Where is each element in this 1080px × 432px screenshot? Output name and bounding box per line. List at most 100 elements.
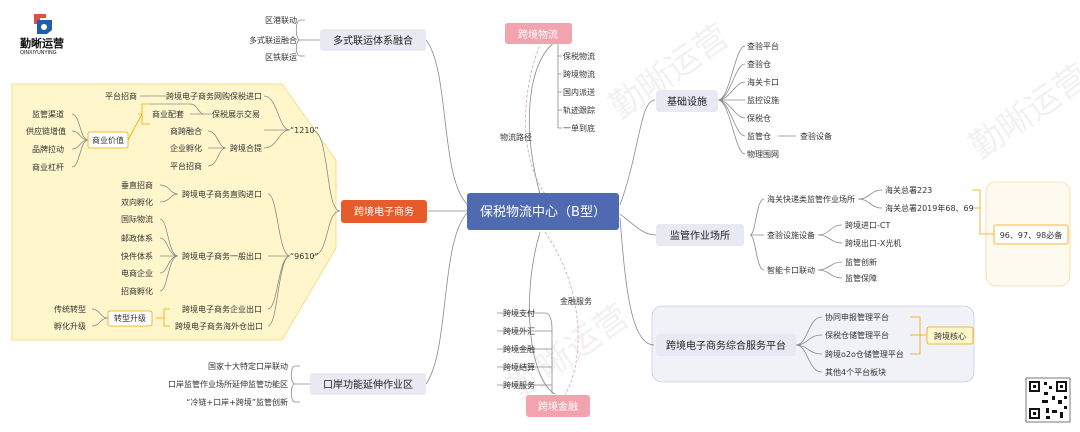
infra-item: 保税仓 xyxy=(747,113,771,123)
platform-item: 保税仓储管理平台 xyxy=(825,330,889,340)
transform-item: 孵化升级 xyxy=(54,321,86,331)
logistics-item: 跨境物流 xyxy=(563,69,595,79)
general-item: 国际物流 xyxy=(121,214,153,224)
ecommerce-region xyxy=(11,83,337,341)
platform-core: 跨境核心 xyxy=(934,331,966,341)
platform-item: 其他4个平台板块 xyxy=(825,367,886,377)
mode-9610-overseas: 跨境电子商务海外仓出口 xyxy=(175,321,263,331)
mode-9610-transform: 转型升级 xyxy=(114,313,146,323)
platform-items: 协同申报管理平台 保税仓储管理平台 跨境o2o仓储管理平台 其他4个平台板块 xyxy=(825,312,904,377)
logistics-items: 保税物流 跨境物流 国内派送 轨迹跟踪 一单到底 xyxy=(563,51,595,133)
infra-item: 查验仓 xyxy=(747,59,771,69)
logistics-item: 国内派送 xyxy=(563,87,595,97)
multimodal-title: 多式联运体系融合 xyxy=(333,34,413,47)
platform-title: 跨境电子商务综合服务平台 xyxy=(666,339,786,352)
mode-1210-a-item: 商业配套 xyxy=(152,109,184,119)
mode-1210-value: 商业价值 xyxy=(92,135,124,145)
platform-item: 协同申报管理平台 xyxy=(825,312,889,322)
upgrade-item: 企业孵化 xyxy=(170,143,202,153)
infra-title: 基础设施 xyxy=(667,95,707,108)
general-item: 快件体系 xyxy=(121,251,153,261)
finance-node: 跨境金融 xyxy=(526,395,590,417)
logo-sub: QINXIYUNYING xyxy=(20,50,57,56)
value-item: 品牌拉动 xyxy=(32,144,64,154)
finance-title: 跨境金融 xyxy=(538,400,578,413)
center-title: 保税物流中心（B型） xyxy=(480,205,606,220)
qr-code-icon xyxy=(1025,377,1071,423)
supervision-fast-item: 海关总署2019年68、69 xyxy=(885,203,974,213)
finance-item: 跨境服务 xyxy=(503,380,535,390)
infra-node: 基础设施 xyxy=(656,90,718,112)
value-item: 商业杠杆 xyxy=(32,162,64,172)
supervision-inspect-item: 跨境出口-X光机 xyxy=(845,238,901,248)
logistics-item: 保税物流 xyxy=(563,51,595,61)
logistics-title: 跨境物流 xyxy=(518,28,558,41)
logistics-path-label: 物流路径 xyxy=(500,132,532,142)
finance-service-label: 金融服务 xyxy=(560,296,592,306)
platform-item: 跨境o2o仓储管理平台 xyxy=(825,349,904,359)
logistics-node: 跨境物流 xyxy=(505,23,572,44)
logo: 勤晰运营 QINXIYUNYING xyxy=(20,14,64,56)
port-item: 国家十大特定口岸联动 xyxy=(208,361,288,371)
multimodal-items: 区港联动 多式联运融合 区铁联运 xyxy=(249,15,297,62)
logistics-item: 一单到底 xyxy=(563,123,595,133)
port-item: 口岸监管作业场所延伸监管功能区 xyxy=(168,379,288,389)
multimodal-item: 区铁联运 xyxy=(265,52,297,62)
port-item: “冷链+口岸+跨境”监管创新 xyxy=(186,397,288,407)
supervision-gate: 智能卡口联动 xyxy=(767,265,815,275)
multimodal-node: 多式联运体系融合 xyxy=(320,29,426,51)
value-box xyxy=(87,131,129,149)
mode-9610-general: 跨境电子商务一般出口 xyxy=(182,251,262,261)
supervision-inspect: 查验设施设备 xyxy=(767,230,815,240)
mode-1210-upgrade: 跨境合提 xyxy=(230,143,262,153)
finance-item: 跨境外汇 xyxy=(503,326,535,336)
mode-9610-b2b: 跨境电子商务企业出口 xyxy=(182,304,262,314)
supervision-items: 海关快递类监管作业场所 海关总署223 海关总署2019年68、69 查验设施设… xyxy=(767,185,974,283)
platform-group xyxy=(651,305,975,383)
mode-9610-items: 跨境电子商务直购进口 垂直招商 双向孵化 跨境电子商务一般出口 国际物流 邮政体… xyxy=(54,180,263,331)
infra-item: 查验平台 xyxy=(747,41,779,51)
center-node: 保税物流中心（B型） xyxy=(467,193,619,230)
infra-item: 海关卡口 xyxy=(747,77,779,87)
port-node: 口岸功能延伸作业区 xyxy=(310,373,426,395)
transform-box xyxy=(107,310,153,327)
general-item: 邮政体系 xyxy=(121,233,153,243)
infra-sub: 查验设备 xyxy=(800,131,832,141)
direct-item: 双向孵化 xyxy=(121,197,153,207)
supervision-fast-item: 海关总署223 xyxy=(885,185,932,195)
infra-item: 物理围网 xyxy=(747,149,779,159)
finance-item: 跨境支付 xyxy=(503,308,535,318)
platform-core-badge: 跨境核心 xyxy=(926,326,974,345)
infra-items: 查验平台 查验仓 海关卡口 监控设施 保税仓 监管仓 物理围网 查验设备 xyxy=(747,41,832,159)
supervision-inspect-item: 跨境进口-CT xyxy=(845,220,890,230)
finance-item: 跨境结算 xyxy=(503,362,535,372)
mode-1210-show: 保税展示交易 xyxy=(212,109,260,119)
port-items: 国家十大特定口岸联动 口岸监管作业场所延伸监管功能区 “冷链+口岸+跨境”监管创… xyxy=(168,361,288,407)
supervision-gate-item: 监管创新 xyxy=(845,257,877,267)
transform-item: 传统转型 xyxy=(54,304,86,314)
supervision-title: 监管作业场所 xyxy=(670,229,730,242)
infra-item: 监控设施 xyxy=(747,95,779,105)
must-label: 96、97、98必备 xyxy=(1000,230,1063,240)
port-title: 口岸功能延伸作业区 xyxy=(323,378,413,391)
supervision-fast: 海关快递类监管作业场所 xyxy=(767,194,855,204)
multimodal-item: 区港联动 xyxy=(265,15,297,25)
multimodal-item: 多式联运融合 xyxy=(249,35,297,45)
logistics-item: 轨迹跟踪 xyxy=(563,105,595,115)
value-item: 供应链增值 xyxy=(26,126,66,136)
mode-1210-items: 跨境电子商务网购保税进口 平台招商 保税展示交易 商业配套 商业价值 监管渠道 … xyxy=(26,91,262,172)
must-badge: 96、97、98必备 xyxy=(993,224,1069,245)
platform-node: 跨境电子商务综合服务平台 xyxy=(656,334,796,356)
mode-9610-label: “9610” xyxy=(290,252,319,261)
mode-1210-a-item: 平台招商 xyxy=(105,91,137,101)
upgrade-item: 平台招商 xyxy=(170,161,202,171)
finance-items: 跨境支付 跨境外汇 跨境金融 跨境结算 跨境服务 xyxy=(503,308,535,390)
value-item: 监管渠道 xyxy=(32,109,64,119)
ecommerce-title: 跨境电子商务 xyxy=(354,205,414,218)
direct-item: 垂直招商 xyxy=(121,180,153,190)
general-item: 招商孵化 xyxy=(121,286,153,296)
mode-1210-a: 跨境电子商务网购保税进口 xyxy=(166,91,262,101)
supervision-gate-item: 监管保障 xyxy=(845,273,877,283)
connectors xyxy=(71,19,994,403)
